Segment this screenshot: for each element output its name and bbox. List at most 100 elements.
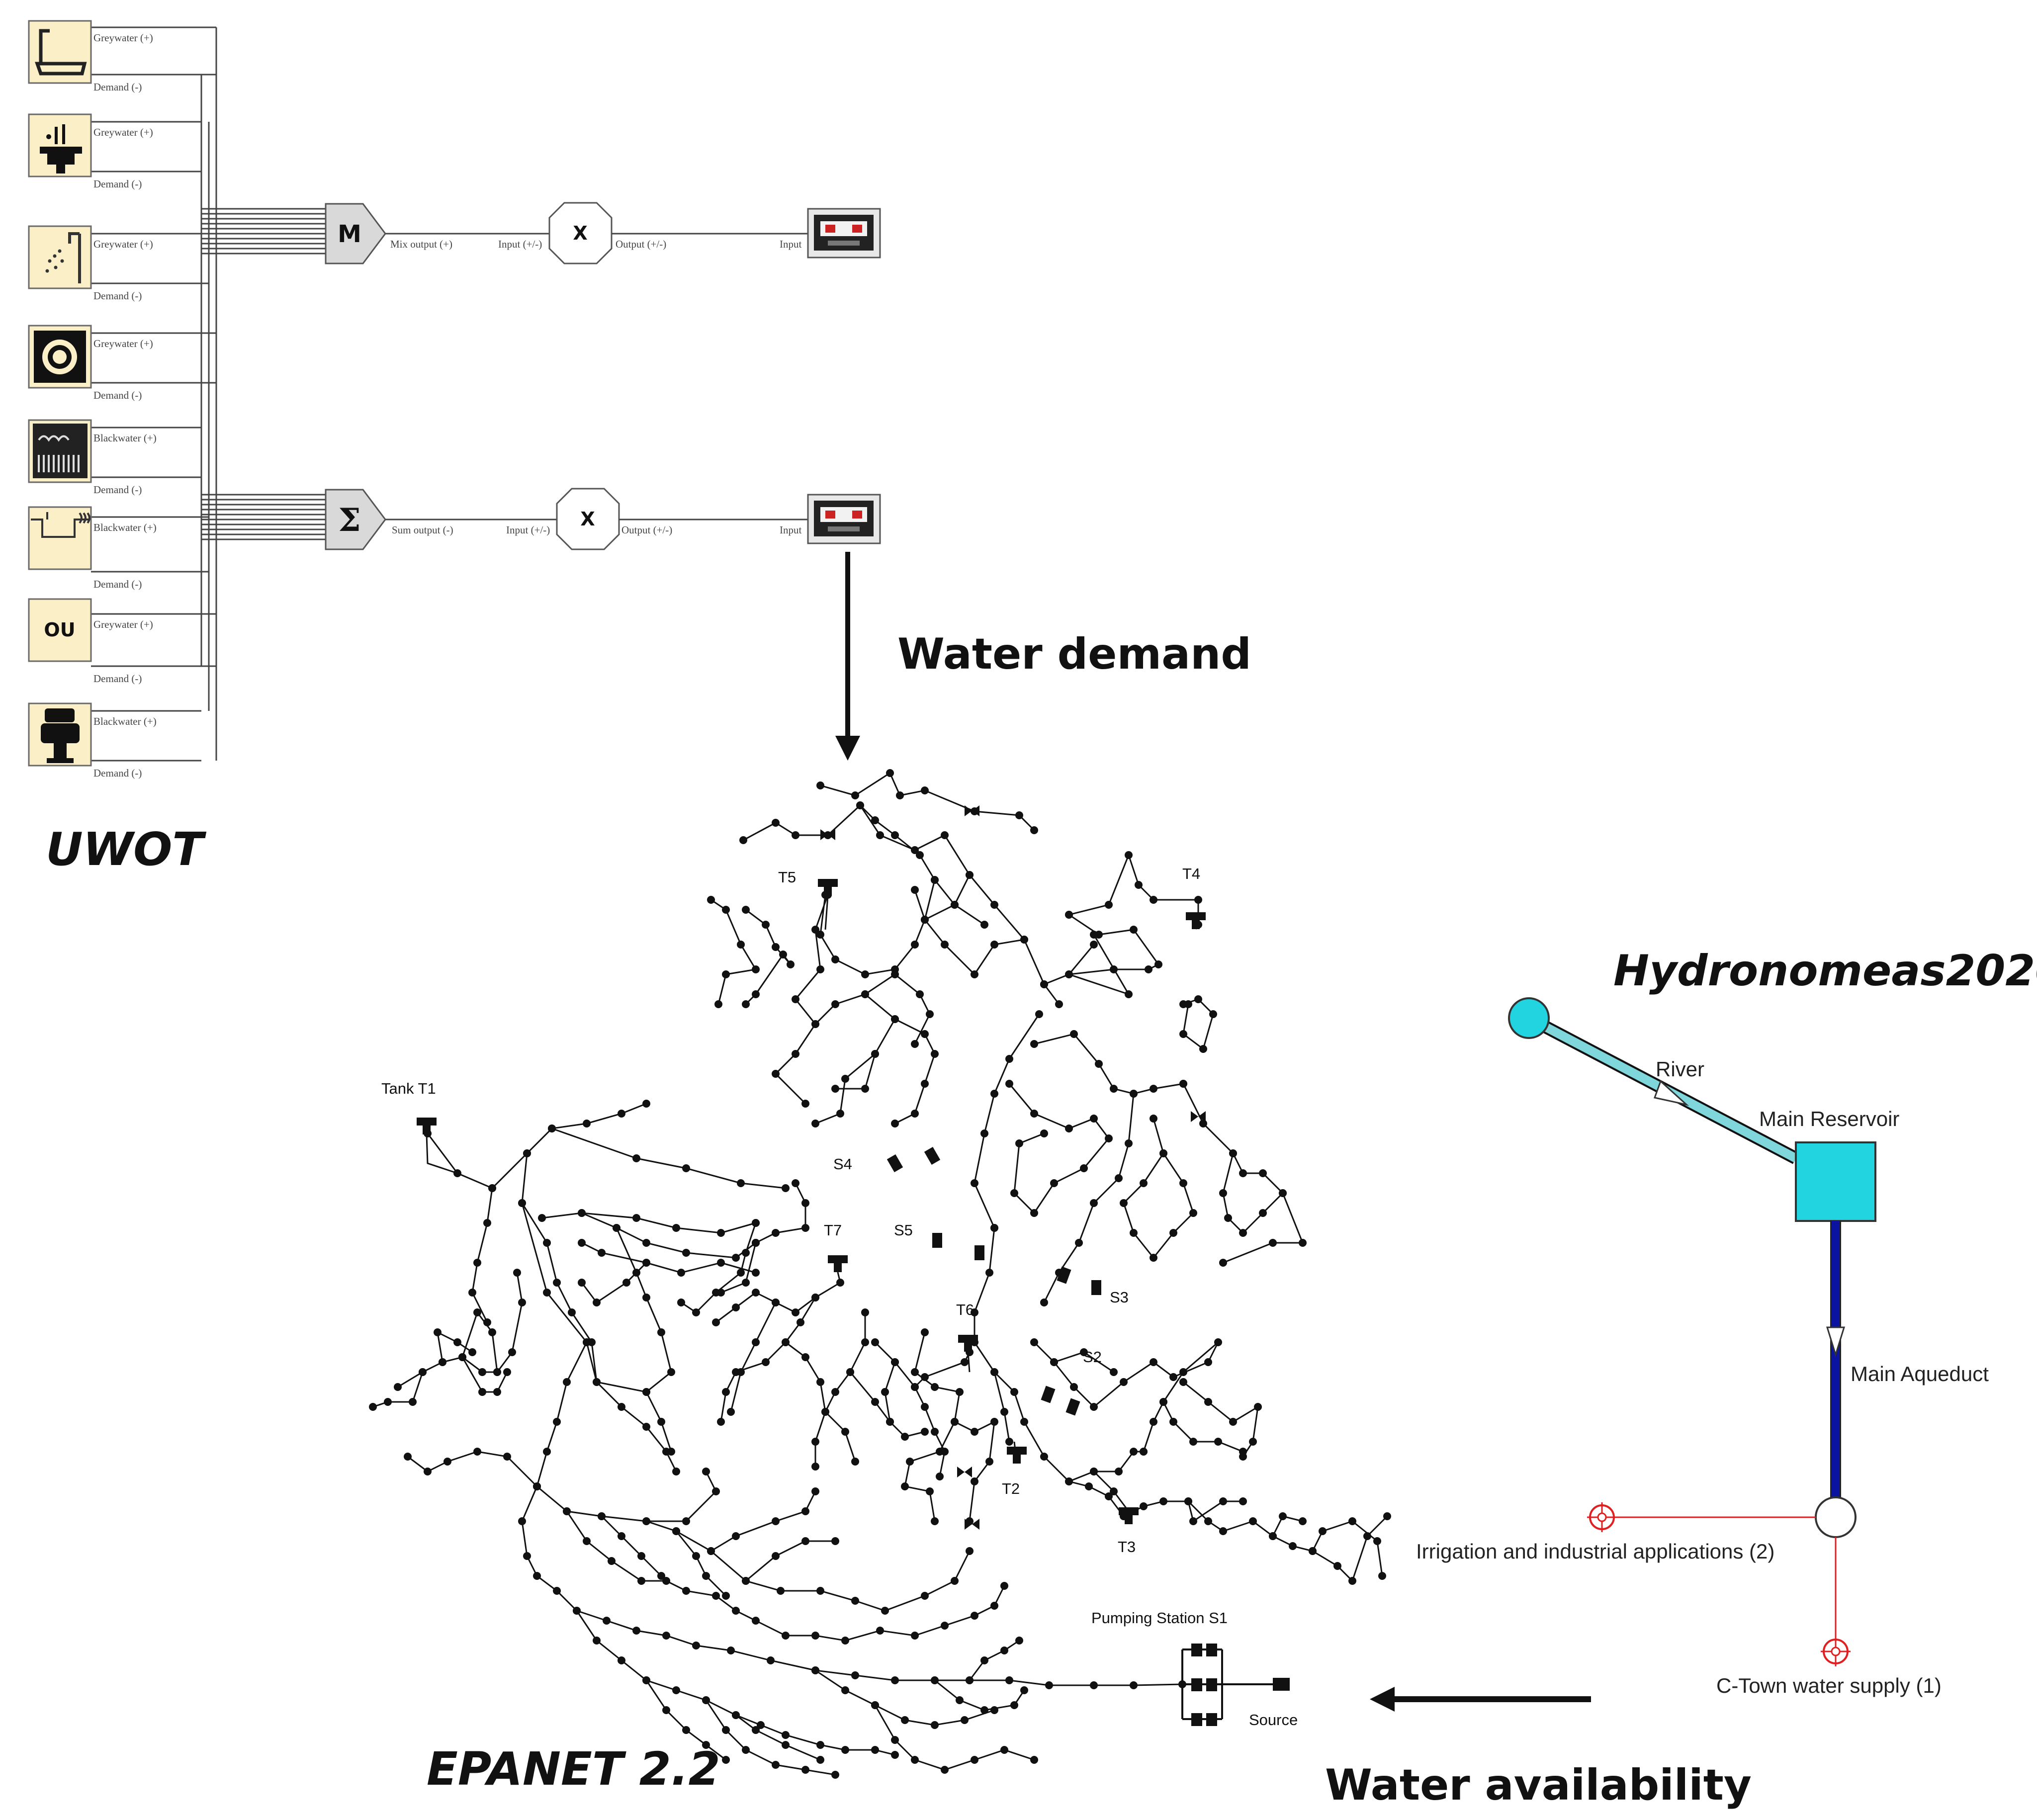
component-dishwasher[interactable] — [28, 419, 92, 483]
junction-node — [792, 1308, 799, 1316]
multiplier-block-top[interactable]: X — [548, 202, 613, 264]
multiplier-block-bottom[interactable]: X — [556, 488, 620, 550]
junction-node — [891, 1676, 899, 1684]
pump-station-s5[interactable] — [932, 1233, 984, 1260]
junction-node — [1045, 1681, 1053, 1689]
junction-node — [801, 1199, 809, 1207]
junction-node — [985, 1269, 993, 1277]
junction-node — [1090, 1199, 1098, 1207]
junction-node — [419, 1368, 427, 1376]
junction-node — [1289, 1542, 1297, 1550]
pump-station-s2[interactable] — [1041, 1386, 1080, 1416]
component-shower[interactable] — [28, 225, 92, 289]
junction-node — [956, 1388, 964, 1396]
junction-node — [1065, 1125, 1073, 1132]
junction-node — [901, 1716, 909, 1724]
junction-node — [1169, 1229, 1177, 1237]
washing-machine-icon — [34, 331, 86, 383]
junction-node — [1020, 1686, 1028, 1694]
junction-node — [677, 1299, 685, 1306]
junction-node — [1130, 926, 1138, 934]
tank-t4[interactable] — [1186, 912, 1206, 929]
junction-node — [841, 1746, 849, 1754]
junction-node — [742, 1279, 750, 1287]
junction-node — [871, 1398, 879, 1406]
junction-node — [563, 1378, 571, 1386]
component-output-port-label: Blackwater (+) — [93, 432, 157, 444]
junction-node — [1373, 1537, 1381, 1545]
pumping-station-s1[interactable] — [1181, 1644, 1280, 1726]
junction-node — [926, 1010, 934, 1018]
summer-block[interactable]: Σ — [325, 489, 386, 550]
junction-node — [1065, 1477, 1073, 1485]
junction-node — [1090, 941, 1098, 949]
tank-t7[interactable] — [828, 1255, 848, 1272]
junction-node — [1000, 1408, 1008, 1416]
junction-node — [966, 871, 974, 879]
junction-node — [990, 1368, 998, 1376]
junction-node — [518, 1199, 526, 1207]
junction-node — [722, 1756, 730, 1764]
river-link[interactable] — [1525, 1012, 1799, 1164]
dishwasher-icon — [33, 424, 88, 478]
tank-t1[interactable] — [417, 1118, 437, 1134]
junction-node — [483, 1219, 491, 1227]
junction-node — [782, 1632, 790, 1640]
component-sink[interactable] — [28, 113, 92, 177]
junction-node — [593, 1299, 601, 1306]
pump-station-s3[interactable] — [1057, 1266, 1101, 1295]
junction-node — [1005, 1080, 1013, 1088]
junction-node — [543, 1448, 551, 1456]
junction-node — [1219, 1497, 1227, 1505]
junction-node — [503, 1368, 511, 1376]
junction-node — [966, 1547, 974, 1555]
tank-t3[interactable] — [1119, 1507, 1139, 1524]
reservoir-source[interactable] — [1273, 1678, 1290, 1691]
component-kitchen-sink[interactable] — [28, 506, 92, 570]
junction-node — [980, 921, 988, 929]
junction-node — [518, 1299, 526, 1306]
junction-node — [1090, 1468, 1098, 1475]
irrigation-demand-node[interactable] — [1587, 1502, 1617, 1532]
junction-node[interactable] — [1815, 1496, 1857, 1538]
junction-node — [1125, 851, 1133, 859]
junction-node — [722, 906, 730, 914]
junction-node — [801, 1537, 809, 1545]
junction-node — [936, 1473, 944, 1480]
junction-node — [1005, 1055, 1013, 1063]
main-reservoir[interactable] — [1795, 1141, 1876, 1222]
junction-node — [583, 1120, 591, 1127]
junction-node — [642, 1423, 650, 1431]
tank-t2[interactable] — [1007, 1447, 1027, 1464]
junction-node — [926, 1487, 934, 1495]
river-node[interactable] — [1508, 997, 1550, 1039]
junction-node — [439, 1358, 446, 1366]
junction-node — [1214, 1438, 1222, 1446]
tank-t6[interactable] — [958, 1335, 978, 1352]
junction-node — [767, 1656, 775, 1664]
component-washing-machine[interactable] — [28, 325, 92, 389]
junction-node — [409, 1398, 417, 1406]
mixer-block[interactable]: M — [325, 203, 386, 264]
junction-node — [1120, 1199, 1128, 1207]
river-label: River — [1656, 1057, 1704, 1081]
ctown-demand-node[interactable] — [1821, 1637, 1851, 1666]
main-aqueduct-link[interactable] — [1826, 1221, 1846, 1497]
junction-node — [836, 1110, 844, 1118]
component-bathtub[interactable] — [28, 20, 92, 84]
junction-node — [1030, 1040, 1038, 1048]
junction-node — [1030, 826, 1038, 834]
junction-node — [493, 1368, 501, 1376]
junction-node — [637, 1577, 645, 1585]
pump-station-s4[interactable] — [886, 1147, 941, 1172]
junction-node — [478, 1368, 486, 1376]
tank-t5[interactable] — [818, 879, 838, 896]
toilet-icon — [41, 708, 80, 763]
junction-node — [841, 1075, 849, 1083]
junction-node — [1090, 1681, 1098, 1689]
component-toilet[interactable] — [28, 702, 92, 767]
recorder-top[interactable] — [807, 208, 881, 259]
component-outdoor-use[interactable]: OU — [28, 598, 92, 662]
recorder-bottom[interactable] — [807, 494, 881, 544]
